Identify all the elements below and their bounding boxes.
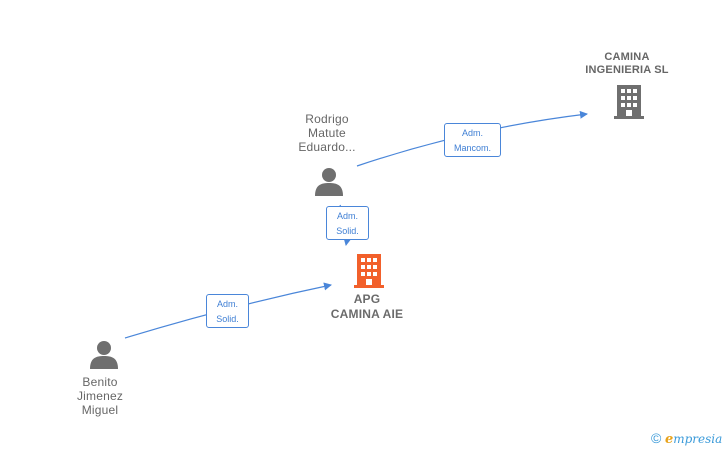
edge-label-line1: Adm. xyxy=(216,299,238,309)
brand-initial: e xyxy=(664,432,674,447)
person-label-benito[interactable]: Benito Jimenez Miguel xyxy=(60,375,140,417)
person-name-line3: Miguel xyxy=(81,403,119,417)
person-name-line3: Eduardo... xyxy=(298,140,356,154)
edge-label-line2: Solid. xyxy=(216,314,239,324)
edge-label-line2: Mancom. xyxy=(453,143,491,153)
person-name-line1: Benito xyxy=(82,375,118,389)
building-icon[interactable] xyxy=(613,84,645,120)
person-label-rodrigo[interactable]: Rodrigo Matute Eduardo... xyxy=(287,112,367,154)
brand-name: mpresia xyxy=(673,432,723,446)
edge-label-adm-solid-rodrigo[interactable]: Adm. Solid. xyxy=(326,206,369,240)
edge-label-line1: Adm. xyxy=(461,128,483,138)
company-label-camina-ingenieria[interactable]: CAMINA INGENIERIA SL xyxy=(577,51,677,77)
person-icon[interactable] xyxy=(89,339,119,369)
company-name-line1: APG xyxy=(353,292,381,306)
edge-label-line2: Solid. xyxy=(336,226,359,236)
empresia-logo: © empresia xyxy=(651,430,722,447)
company-label-apg-camina[interactable]: APG CAMINA AIE xyxy=(317,292,417,322)
company-name-line2: INGENIERIA SL xyxy=(585,64,669,76)
company-name-line1: CAMINA xyxy=(604,51,650,63)
copyright-icon: © xyxy=(651,430,662,446)
edge-label-adm-solid-benito[interactable]: Adm. Solid. xyxy=(206,294,249,328)
company-name-line2: CAMINA AIE xyxy=(330,307,404,321)
edge-label-line1: Adm. xyxy=(336,211,358,221)
person-name-line2: Matute xyxy=(308,126,346,140)
person-icon[interactable] xyxy=(314,166,344,196)
building-icon[interactable] xyxy=(353,253,385,289)
person-name-line1: Rodrigo xyxy=(305,112,349,126)
edge-label-adm-mancom[interactable]: Adm. Mancom. xyxy=(444,123,501,157)
person-name-line2: Jimenez xyxy=(76,389,124,403)
